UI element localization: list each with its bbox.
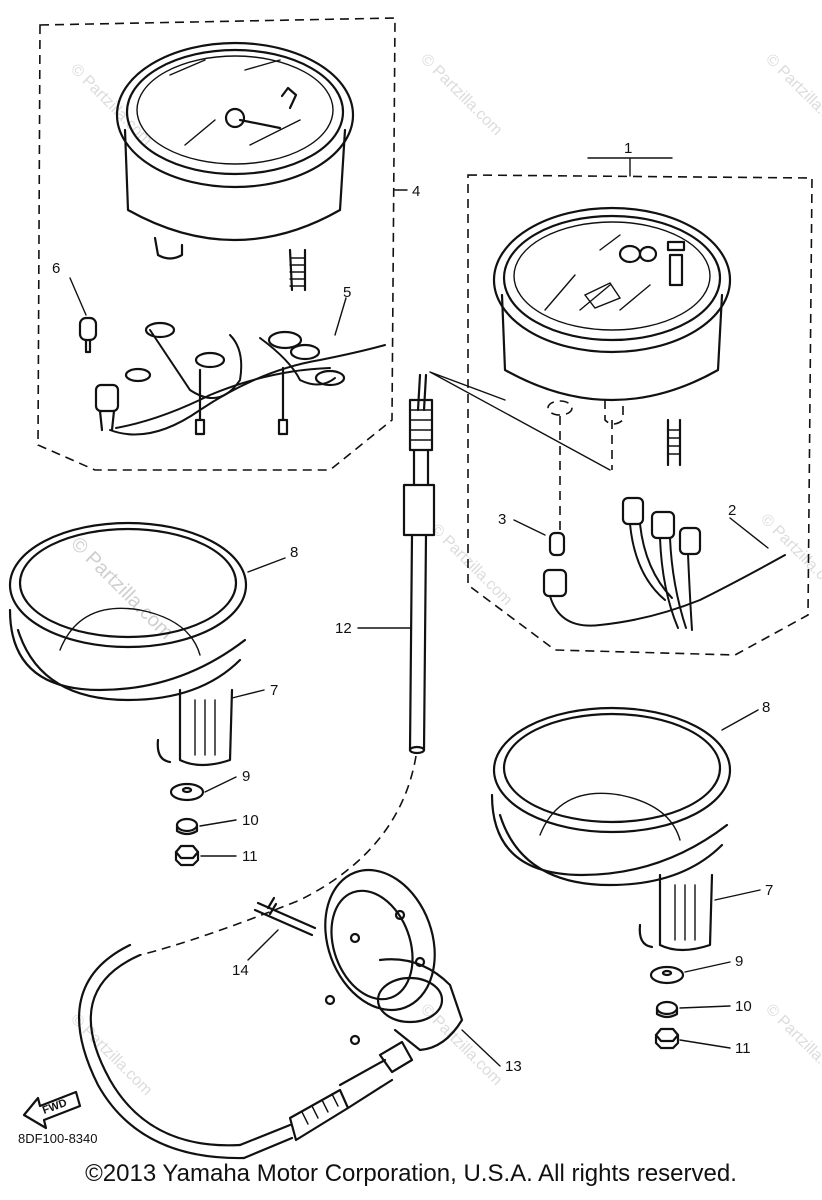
watermark: © Partzilla.com xyxy=(762,1001,822,1089)
part-code: 8DF100-8340 xyxy=(18,1131,98,1146)
watermark: © Partzilla.com xyxy=(66,533,177,644)
callout-1: 1 xyxy=(624,140,632,157)
washer-nut-right xyxy=(649,965,685,1050)
callout-8: 8 xyxy=(290,544,298,561)
assembly-4-dashed-outline xyxy=(37,17,396,471)
parts-diagram: © Partzilla.com © Partzilla.com © Partzi… xyxy=(8,17,822,1160)
leader-lines xyxy=(69,157,769,1067)
washer-nut-left xyxy=(169,782,205,867)
callout-7: 7 xyxy=(270,682,278,699)
watermark: © Partzilla.com xyxy=(427,521,515,609)
speedometer-cable xyxy=(78,373,436,1160)
tachometer-gauge xyxy=(115,41,355,292)
callout-14: 14 xyxy=(232,962,249,979)
fwd-label: FWD xyxy=(41,1097,69,1117)
gear-housing xyxy=(324,868,464,1074)
callout-2: 2 xyxy=(728,502,736,519)
speedometer-gauge xyxy=(492,206,732,467)
screws xyxy=(194,366,289,436)
callouts: 1 2 3 4 5 6 7 7 8 8 9 9 10 10 11 11 12 1… xyxy=(52,140,773,1075)
gauge-bezel-right xyxy=(490,706,732,952)
callout-12: 12 xyxy=(335,620,352,637)
wire-harness xyxy=(109,321,386,436)
callout-11: 11 xyxy=(242,848,258,865)
gauge-bezel-left xyxy=(8,521,248,767)
bulb-and-socket xyxy=(78,316,120,432)
callout-11: 11 xyxy=(735,1040,751,1057)
callout-3: 3 xyxy=(498,511,506,528)
pin xyxy=(253,896,317,937)
callout-6: 6 xyxy=(52,260,60,277)
watermark: © Partzilla.com xyxy=(417,51,505,139)
callout-10: 10 xyxy=(735,998,752,1015)
watermark: © Partzilla.com xyxy=(67,1011,155,1099)
callout-10: 10 xyxy=(242,812,259,829)
callout-7: 7 xyxy=(765,882,773,899)
fwd-arrow-icon: FWD xyxy=(22,1090,82,1130)
callout-9: 9 xyxy=(735,953,743,970)
callout-13: 13 xyxy=(505,1058,522,1075)
callout-9: 9 xyxy=(242,768,250,785)
watermark: © Partzilla.com xyxy=(417,1001,505,1089)
callout-5: 5 xyxy=(343,284,351,301)
cable-guide-lines xyxy=(429,371,613,530)
callout-8: 8 xyxy=(762,699,770,716)
callout-4: 4 xyxy=(412,183,420,200)
bulb-sockets xyxy=(542,496,786,631)
watermark: © Partzilla.com xyxy=(757,511,822,599)
watermark: © Partzilla.com xyxy=(762,51,822,139)
watermark: © Partzilla.com xyxy=(67,61,155,149)
copyright-notice: ©2013 Yamaha Motor Corporation, U.S.A. A… xyxy=(85,1160,737,1187)
watermark-group: © Partzilla.com © Partzilla.com © Partzi… xyxy=(66,51,822,1099)
